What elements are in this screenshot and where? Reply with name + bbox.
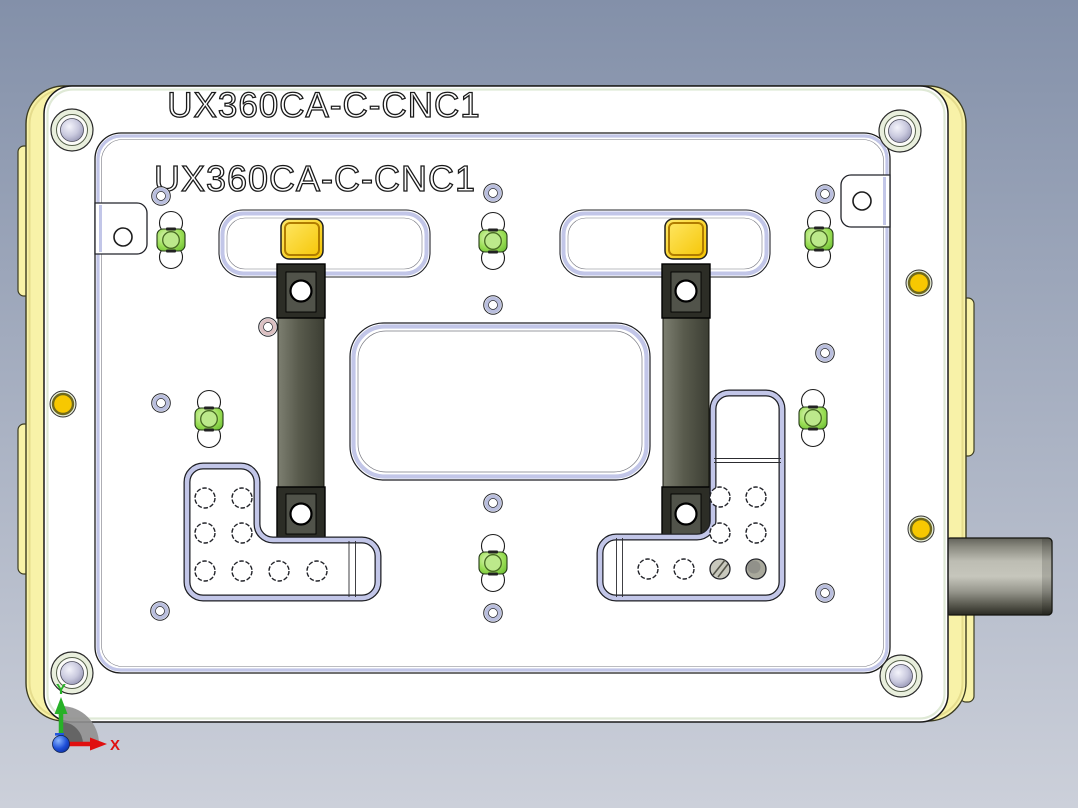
locating-hole [483,295,503,315]
bracket-right[interactable] [840,174,891,228]
z-axis-tick [55,733,64,736]
clamp-bar-right[interactable] [661,263,711,542]
pocket-bottom-right [596,389,786,602]
corner-screws [50,108,923,698]
corner-screw[interactable] [50,108,94,152]
toggle-clamp[interactable] [798,388,828,448]
gold-button[interactable] [907,515,935,543]
locating-hole [815,184,835,204]
y-axis-arrowhead [54,697,68,714]
toggle-clamp[interactable] [156,210,186,270]
base-plate-engraving: UX360CA-C-CNC1 [167,86,481,125]
origin-sphere [52,735,70,753]
center-pocket [349,322,651,481]
locating-hole [483,183,503,203]
pocket-holes-left [194,487,328,582]
corner-screw[interactable] [879,654,923,698]
fixture-plate-inner-line [101,139,884,667]
bar-left-top-hole [289,279,313,303]
gold-pin-right[interactable] [664,218,708,260]
toggle-clamp[interactable] [804,209,834,269]
toggle-clamp[interactable] [478,211,508,271]
gold-button[interactable] [49,390,77,418]
bar-right-bottom-hole [674,502,698,526]
pocket-holes-right [637,486,767,580]
bar-left-bottom-hole [289,502,313,526]
toggle-clamps [156,209,834,593]
corner-screw[interactable] [50,651,94,695]
fixture-plate-engraving: UX360CA-C-CNC1 [154,158,476,199]
cylinder-end-cap [1042,539,1051,614]
fixture-plate-bevel [96,134,889,672]
corner-screw[interactable] [878,109,922,153]
gold-side-buttons [49,269,935,543]
pocket-step-lines [616,458,781,597]
origin-triad: X Y [52,681,120,754]
bracket-left-hole [113,227,133,247]
toggle-clamp[interactable] [478,533,508,593]
face-chamfer-line [46,88,946,720]
clamp-bar-left[interactable] [276,263,326,542]
gold-button[interactable] [905,269,933,297]
x-axis-label: X [110,737,120,754]
pocket-step-line [348,541,356,597]
locating-hole [150,601,170,621]
locating-hole-bronze [258,317,278,337]
locating-holes [150,183,835,623]
locating-hole [815,583,835,603]
pocket-hole-plugged [745,558,767,580]
locating-hole [483,493,503,513]
locating-hole [151,393,171,413]
bar-right-top-hole [674,279,698,303]
locating-hole [483,603,503,623]
toggle-clamp[interactable] [194,389,224,449]
x-axis-arrowhead [90,737,107,751]
gold-pin-left[interactable] [280,218,324,260]
pocket-bottom-left [183,462,382,602]
side-cylinder[interactable] [945,537,1053,616]
bracket-left[interactable] [94,202,148,255]
locating-hole [151,186,171,206]
y-axis-label: Y [56,681,66,698]
locating-hole [815,343,835,363]
pocket-hole-hatched [709,558,731,580]
bracket-right-hole [852,191,872,211]
